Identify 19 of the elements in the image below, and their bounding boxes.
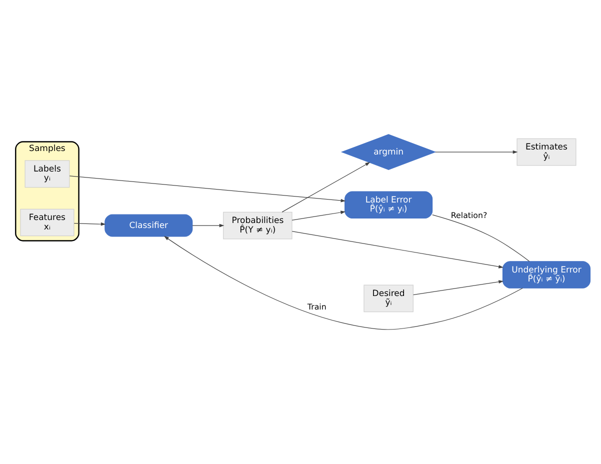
arrow bbox=[69, 176, 346, 202]
node-box: Labels yᵢ bbox=[24, 160, 70, 188]
arrow bbox=[292, 210, 346, 220]
node-box: Estimates ŷᵢ bbox=[516, 138, 576, 166]
arrow bbox=[74, 222, 106, 226]
node-box: Classifier bbox=[104, 214, 193, 237]
connector bbox=[432, 214, 530, 262]
arrow bbox=[413, 280, 504, 296]
node-box: Features xᵢ bbox=[20, 208, 74, 236]
node-box: Probabilities P̂(Y ≠ yᵢ) bbox=[223, 212, 292, 240]
arrow bbox=[164, 236, 523, 330]
node-box: Desired ỹᵢ bbox=[364, 284, 414, 312]
arrow bbox=[435, 150, 518, 154]
arrow bbox=[192, 224, 224, 228]
node-diamond: argmin bbox=[340, 134, 436, 170]
node-box: Underlying Error P̂(ŷᵢ ≠ ỹᵢ) bbox=[502, 261, 591, 288]
node-box: Label Error P̂(ŷᵢ ≠ yᵢ) bbox=[344, 191, 433, 219]
arrow bbox=[292, 231, 504, 268]
arrow bbox=[282, 162, 370, 212]
